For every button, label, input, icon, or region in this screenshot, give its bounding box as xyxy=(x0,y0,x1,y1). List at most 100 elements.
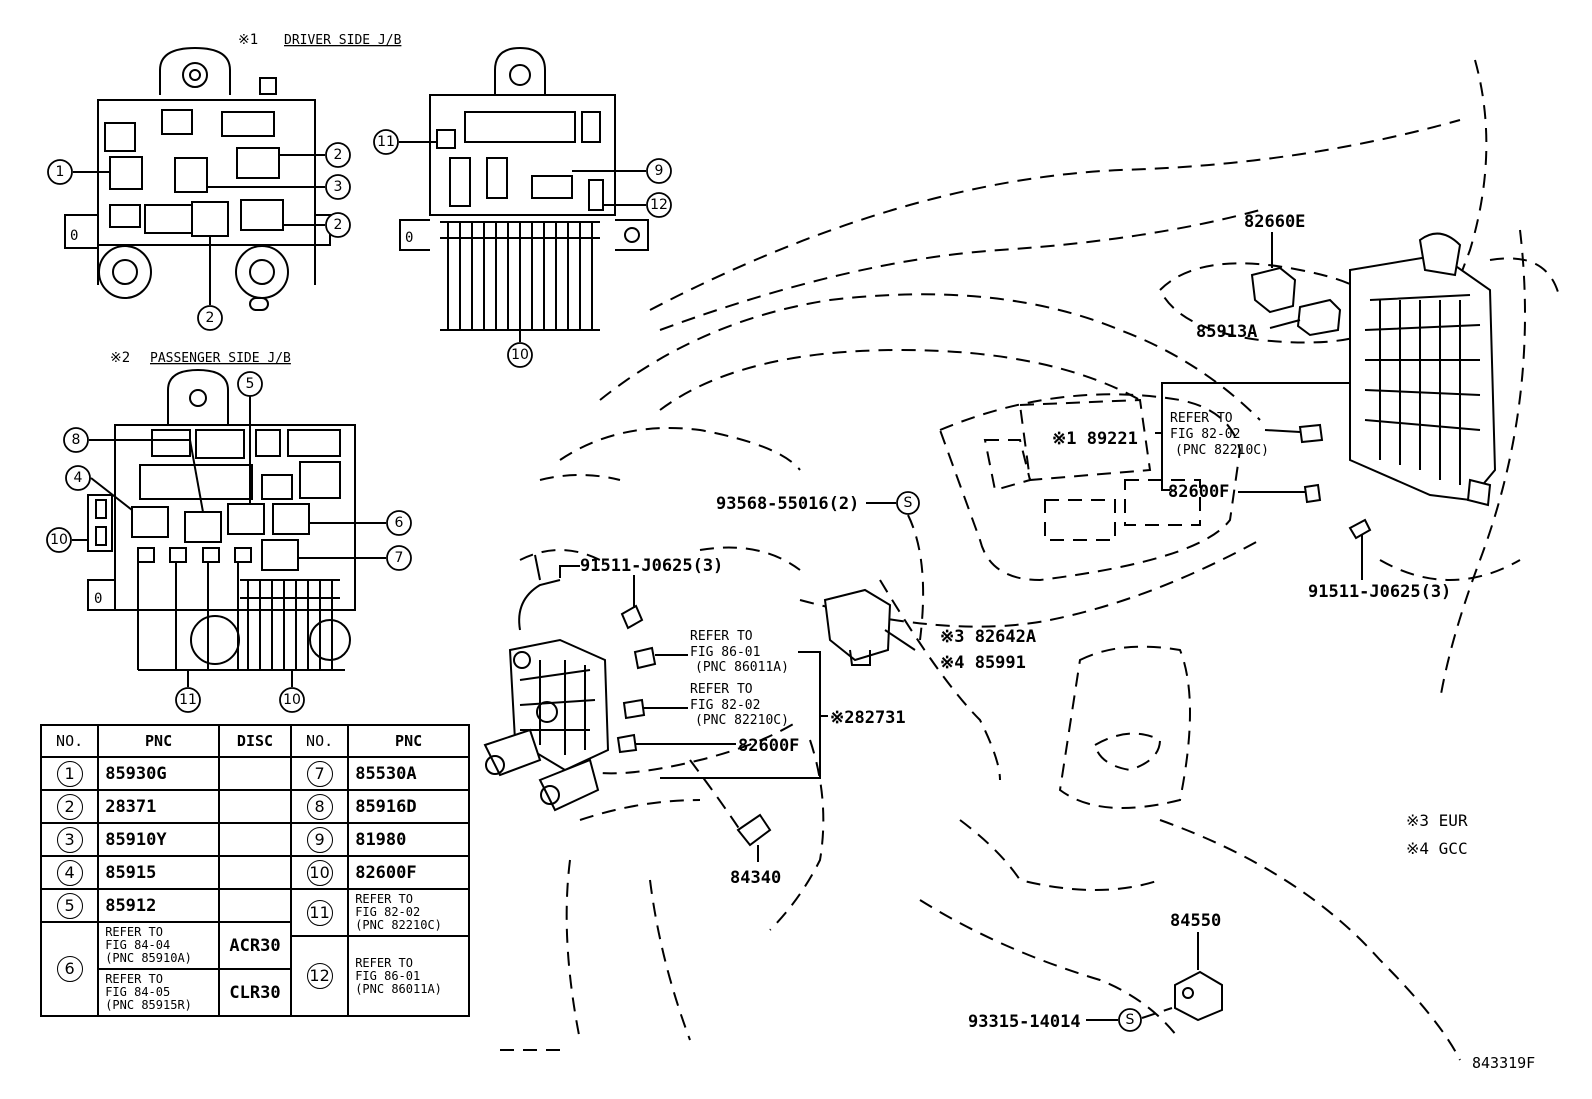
svg-text:10: 10 xyxy=(50,532,68,548)
ref-b-line3: (PNC 86011A) xyxy=(695,660,789,675)
part-82642a: ※3 82642A ※4 85991 xyxy=(823,588,1036,673)
ref-bracket-282731: REFER TO FIG 86-01 (PNC 86011A) REFER TO… xyxy=(616,629,906,779)
callout-10c: 10 xyxy=(279,687,305,713)
svg-text:11: 11 xyxy=(179,692,197,708)
row-pnc-ref: REFER TO FIG 84-05 (PNC 85915R) xyxy=(97,968,220,1017)
callout-8: 8 xyxy=(63,427,89,453)
svg-text:8: 8 xyxy=(72,432,81,448)
row-pnc: 28371 xyxy=(97,789,220,824)
passenger-mark: ※2 xyxy=(110,350,130,366)
callout-10b: 10 xyxy=(46,527,72,553)
note-gcc: ※4 GCC xyxy=(1406,839,1468,858)
svg-text:0: 0 xyxy=(405,230,413,246)
label-85913a: 85913A xyxy=(1196,322,1257,342)
callout-3: 3 xyxy=(325,174,351,200)
table-row: REFER TO FIG 84-05 (PNC 85915R) CLR30 xyxy=(41,968,469,1017)
svg-text:7: 7 xyxy=(395,550,404,566)
left-jb-bracket xyxy=(483,554,610,812)
label-82600f-top: 82600F xyxy=(1168,482,1229,502)
row-pnc: 85930G xyxy=(97,756,220,791)
col-pnc2: PNC xyxy=(347,724,470,758)
svg-text:12: 12 xyxy=(650,197,668,213)
row-pnc: 85910Y xyxy=(97,822,220,857)
ref-c-line2: FIG 82-02 xyxy=(690,698,760,713)
ref-line: (PNC 85910A) xyxy=(105,951,192,965)
table-row: 12 REFER TO FIG 86-01 (PNC 86011A) xyxy=(41,935,470,1017)
ref-b-line2: FIG 86-01 xyxy=(690,645,760,660)
svg-text:9: 9 xyxy=(655,163,664,179)
row-disc xyxy=(217,822,293,857)
callout-2b: 2 xyxy=(325,212,351,238)
row-pnc2: 81980 xyxy=(347,822,470,857)
row-no: 5 xyxy=(56,892,83,919)
row-pnc2: 85530A xyxy=(347,756,470,791)
label-84550: 84550 xyxy=(1170,911,1221,931)
part-84340: 84340 xyxy=(689,759,781,888)
ref-line: REFER TO xyxy=(105,925,163,939)
svg-text:S: S xyxy=(904,495,913,511)
row-no2: 9 xyxy=(306,826,333,853)
table-row: 4 85915 10 82600F xyxy=(39,855,470,890)
figure-id: 843319F xyxy=(1472,1054,1535,1072)
svg-text:2: 2 xyxy=(206,310,215,326)
ref-line: FIG 82-02 xyxy=(355,905,421,919)
row-no2: 10 xyxy=(306,859,333,886)
svg-text:S: S xyxy=(1126,1012,1135,1028)
svg-text:11: 11 xyxy=(377,134,395,150)
row-disc xyxy=(217,888,293,923)
row-no2: 11 xyxy=(306,899,333,926)
part-93568: 93568-55016(2) S xyxy=(716,491,925,641)
ref-b-line1: REFER TO xyxy=(690,629,753,644)
ref-a-line2: FIG 82-02 xyxy=(1170,427,1240,442)
ref-line: (PNC 86011A) xyxy=(355,981,442,996)
driver-mark: ※1 xyxy=(238,32,258,48)
driver-jb-front: 0 xyxy=(64,46,331,311)
driver-jb-back: 0 xyxy=(399,46,649,331)
row-disc xyxy=(217,756,293,791)
callout-9: 9 xyxy=(646,158,672,184)
ref-line: REFER TO xyxy=(105,972,163,986)
row-pnc2-ref: REFER TO FIG 82-02 (PNC 82210C) xyxy=(347,888,470,937)
callout-6: 6 xyxy=(386,510,412,536)
ref-c-line1: REFER TO xyxy=(690,682,753,697)
label-85991: ※4 85991 xyxy=(940,653,1026,673)
col-no: NO. xyxy=(39,724,100,758)
svg-text:0: 0 xyxy=(70,228,78,244)
label-84340: 84340 xyxy=(730,868,781,888)
part-91511-right: 91511-J0625(3) xyxy=(1308,518,1451,602)
label-93315: 93315-14014 xyxy=(968,1012,1081,1032)
ref-a-line1: REFER TO xyxy=(1170,411,1233,426)
row-no: 1 xyxy=(56,760,83,787)
callout-10a: 10 xyxy=(507,342,533,368)
table-row: 3 85910Y 9 81980 xyxy=(39,822,470,857)
passenger-side-header: PASSENGER SIDE J/B xyxy=(150,351,291,366)
ref-line: (PNC 82210C) xyxy=(355,918,442,932)
ref-line: (PNC 85915R) xyxy=(105,998,192,1012)
svg-text:10: 10 xyxy=(283,692,301,708)
svg-text:6: 6 xyxy=(395,515,404,531)
row-pnc: 85915 xyxy=(97,855,220,890)
ref-line: FIG 84-05 xyxy=(105,985,171,999)
callout-12: 12 xyxy=(646,192,672,218)
callout-2c: 2 xyxy=(197,305,223,331)
callout-4: 4 xyxy=(65,465,91,491)
ref-line: FIG 84-04 xyxy=(105,938,171,952)
part-84550: 84550 93315-14014 S xyxy=(968,911,1223,1032)
ref-c-line3: (PNC 82210C) xyxy=(695,713,789,728)
svg-text:2: 2 xyxy=(334,217,343,233)
ref-line: REFER TO xyxy=(355,892,413,906)
row-no: 3 xyxy=(56,826,83,853)
passenger-jb: 0 xyxy=(87,368,356,671)
row-disc: ACR30 xyxy=(217,921,293,970)
row-pnc-ref: REFER TO FIG 84-04 (PNC 85910A) xyxy=(97,921,220,970)
svg-text:3: 3 xyxy=(334,179,343,195)
row-no2: 7 xyxy=(306,760,333,787)
table-row: 5 85912 11 REFER TO FIG 82-02 (PNC 82210… xyxy=(39,888,470,937)
row-no2: 12 xyxy=(306,963,333,989)
label-82642a: ※3 82642A xyxy=(940,627,1036,647)
svg-text:5: 5 xyxy=(246,376,255,392)
table-row: 6 REFER TO FIG 84-04 (PNC 85910A) ACR30 xyxy=(39,921,469,1017)
row-no2: 8 xyxy=(306,793,333,820)
row-no: 6 xyxy=(56,956,83,982)
